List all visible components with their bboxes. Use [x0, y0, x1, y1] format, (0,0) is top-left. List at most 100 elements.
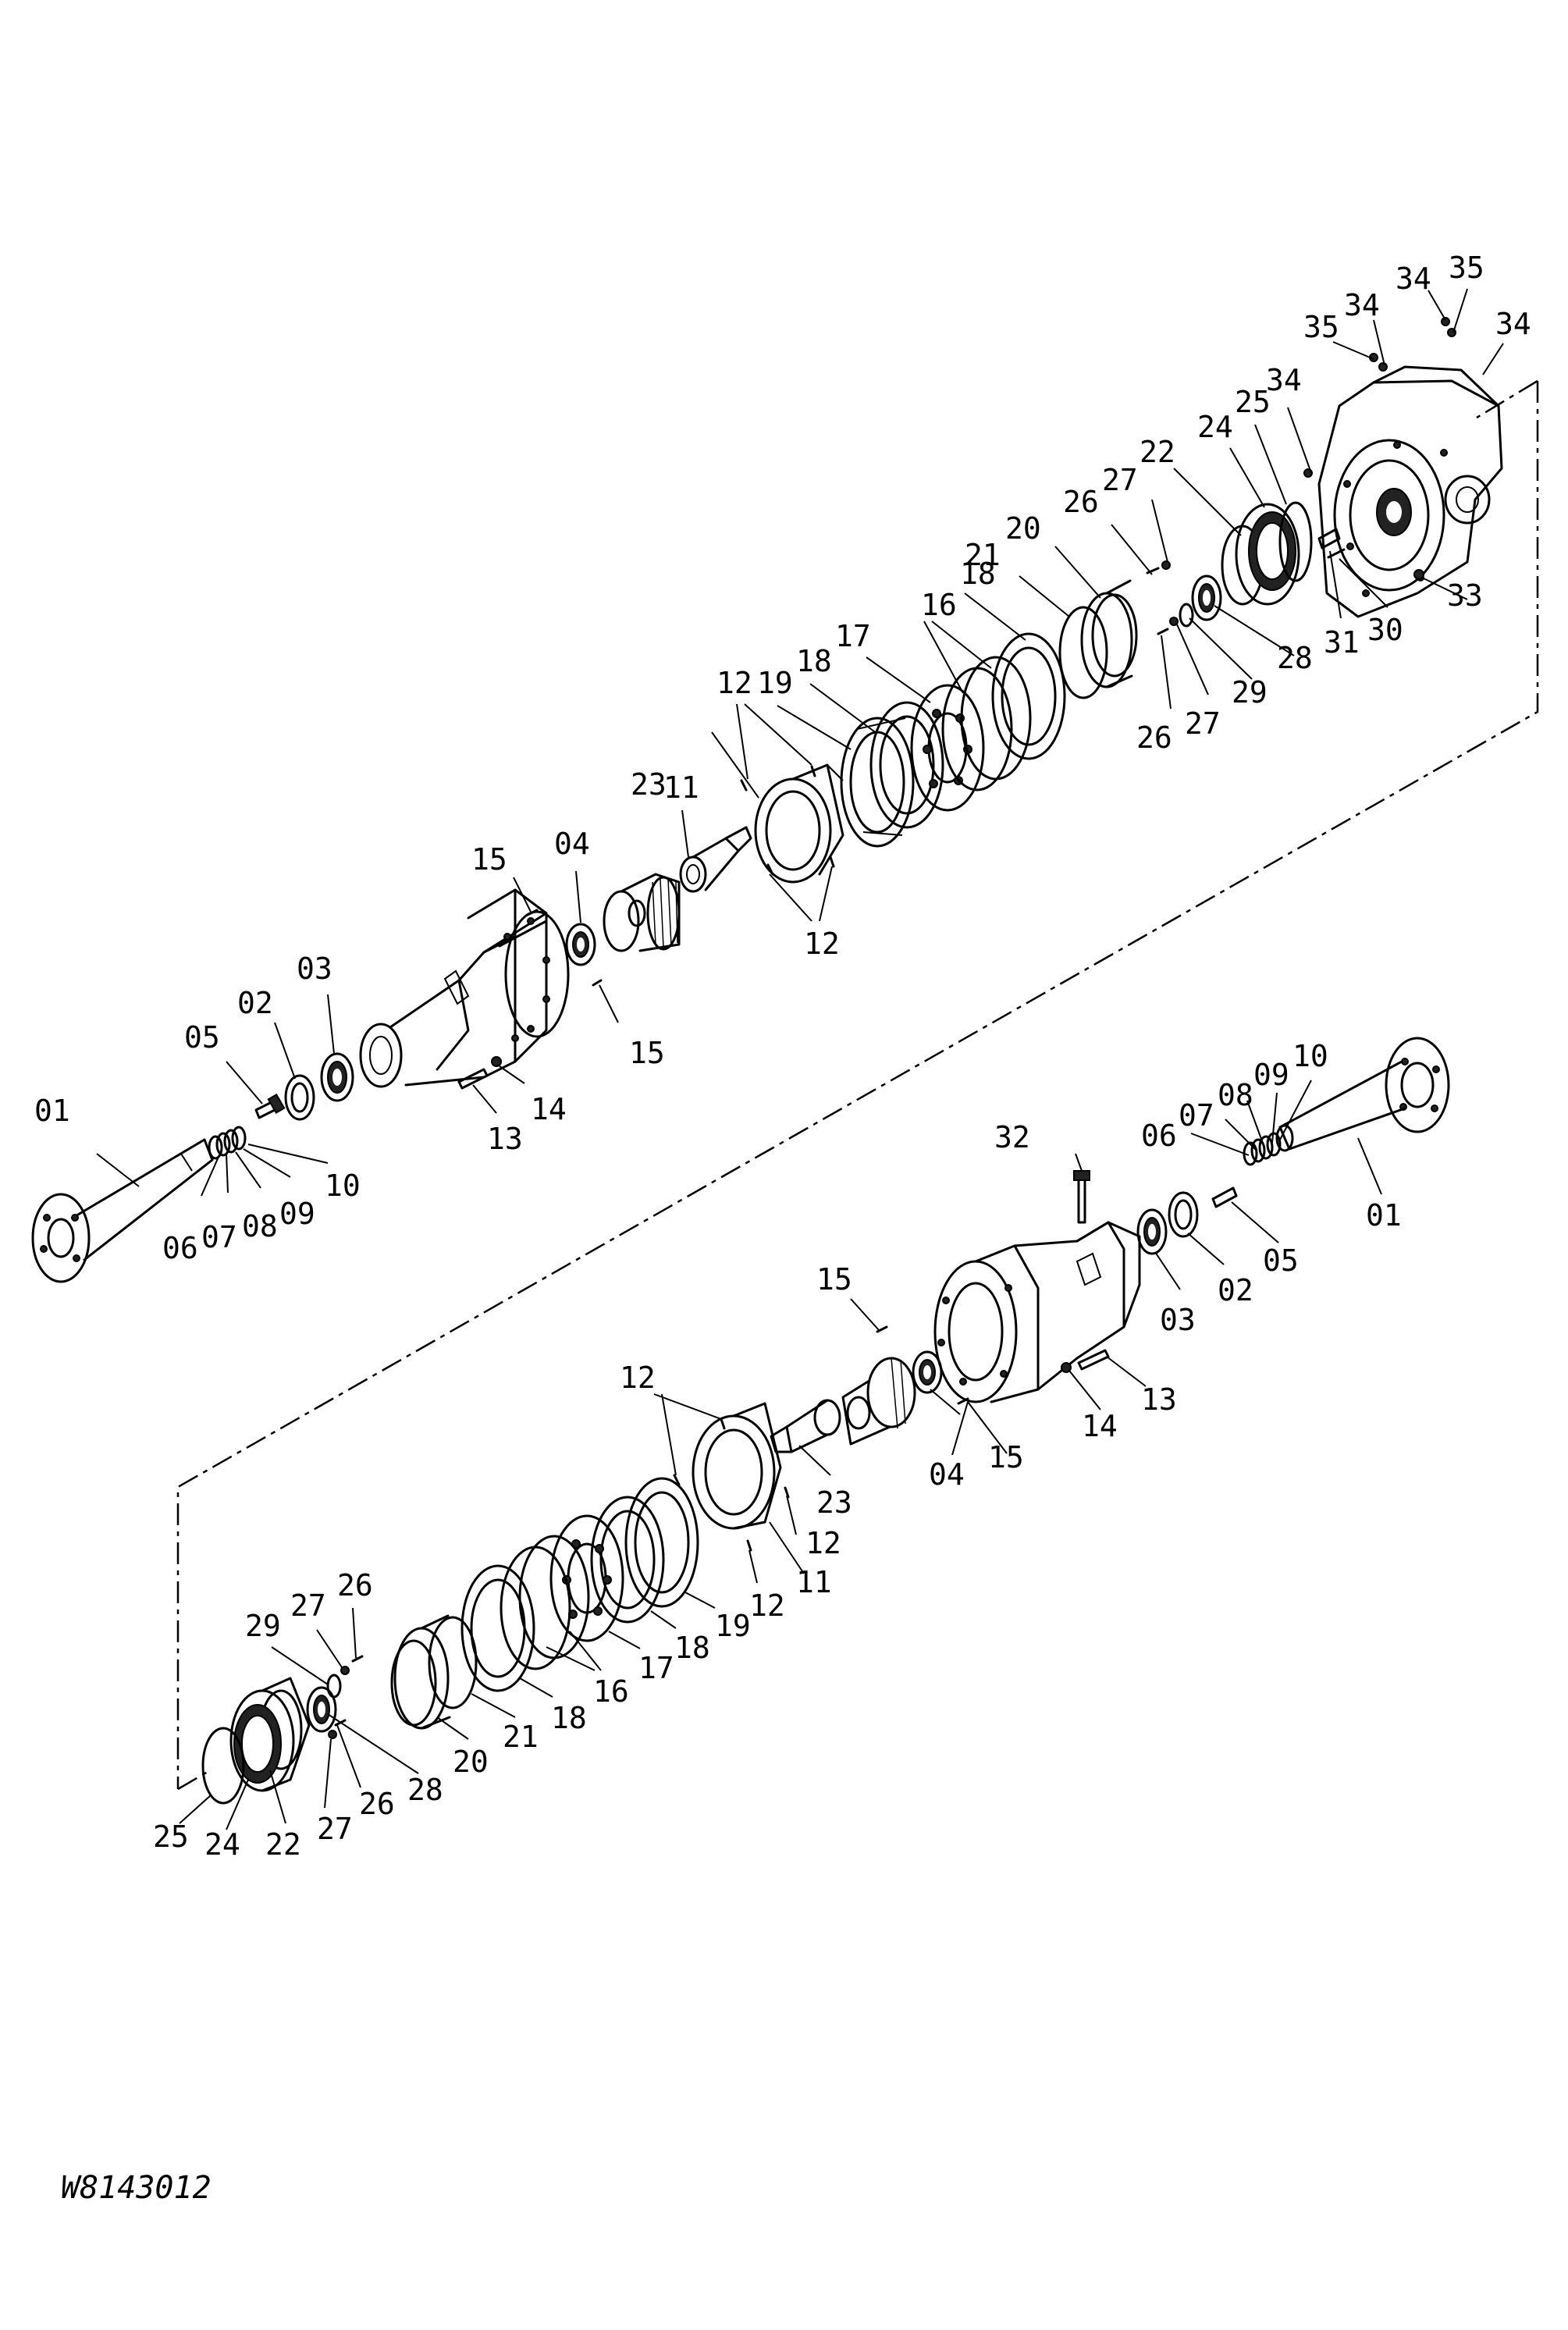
lower-assembly: [201, 1037, 1450, 1805]
callout-23: 23: [631, 767, 667, 802]
callout-31: 31: [1324, 625, 1360, 660]
part-02-seal: [284, 1074, 315, 1121]
part-04-bearing: [565, 923, 596, 966]
callout-29-lower: 29: [245, 1609, 281, 1643]
part-01-axle-shaft: [31, 1138, 214, 1283]
part-33-plug: [1413, 569, 1424, 580]
callout-27b: 27: [1185, 706, 1221, 741]
callout-22-lower: 22: [265, 1827, 301, 1862]
callout-12b: 12: [804, 927, 840, 961]
part-differential-carrier-lower: [841, 1357, 916, 1446]
part-12-pins-lower: [673, 1418, 790, 1552]
callout-15-lower-b: 15: [988, 1440, 1024, 1474]
callout-26b: 26: [1136, 720, 1172, 755]
upper-assembly: [31, 317, 1503, 1283]
callout-26-lower-a: 26: [337, 1568, 373, 1603]
callout-25: 25: [1235, 385, 1271, 419]
callout-15b: 15: [629, 1036, 665, 1070]
callout-21-lower: 21: [503, 1720, 539, 1754]
callout-12-lower-c: 12: [749, 1588, 785, 1623]
callout-10: 10: [325, 1169, 361, 1203]
callout-08: 08: [242, 1209, 278, 1243]
callout-11-lower: 11: [796, 1565, 832, 1599]
part-15-pin-upper-a: [526, 909, 539, 916]
part-21-ring: [1058, 606, 1108, 699]
callout-02: 02: [237, 986, 273, 1020]
callout-34c: 34: [1396, 261, 1431, 296]
callout-22: 22: [1140, 435, 1175, 469]
part-25-gasket-lower: [201, 1727, 245, 1805]
part-17-disc: [910, 684, 985, 812]
callout-07: 07: [201, 1220, 237, 1254]
callout-18a: 18: [796, 644, 832, 678]
callout-34b: 34: [1344, 288, 1380, 322]
callout-34d: 34: [1495, 307, 1531, 341]
part-13-bolt: [457, 1068, 489, 1090]
callout-35b: 35: [1449, 251, 1484, 285]
callout-19: 19: [757, 666, 793, 700]
part-16-rings-lower: [500, 1535, 590, 1670]
callout-14: 14: [531, 1092, 567, 1126]
callout-29: 29: [1232, 675, 1268, 710]
callout-30: 30: [1367, 613, 1403, 647]
part-18-plate-a: [869, 701, 944, 829]
callout-03-lower: 03: [1160, 1303, 1196, 1337]
callout-13-lower: 13: [1141, 1382, 1177, 1417]
callout-24-lower: 24: [204, 1827, 240, 1862]
part-03-bearing: [320, 1052, 354, 1102]
callout-17-lower: 17: [638, 1651, 674, 1685]
callout-27a: 27: [1102, 463, 1138, 497]
callout-33: 33: [1447, 578, 1483, 613]
callout-35a: 35: [1303, 310, 1339, 344]
drawing-code: W8143012: [61, 2170, 212, 2206]
part-24-cover: [1235, 503, 1300, 606]
callout-26-lower-b: 26: [359, 1787, 395, 1821]
callout-07-lower: 07: [1179, 1098, 1214, 1133]
callout-20: 20: [1005, 511, 1041, 546]
callout-32: 32: [994, 1120, 1030, 1154]
part-03-bearing-lower: [1136, 1208, 1168, 1255]
callout-27-lower-a: 27: [290, 1588, 326, 1623]
part-15-pin-upper-b: [592, 979, 603, 987]
callout-15a: 15: [471, 842, 507, 877]
callout-05-lower: 05: [1263, 1243, 1299, 1278]
callout-18b: 18: [960, 557, 996, 591]
part-23-pinion-shaft: [679, 826, 752, 893]
part-15-pin-lower-b: [957, 1397, 969, 1405]
part-20-piston-lower: [390, 1614, 451, 1730]
part-axle-housing-upper: [359, 888, 570, 1088]
part-center-housing: [1317, 365, 1503, 618]
part-04-bearing-lower: [912, 1350, 943, 1394]
part-12-pins-upper: [740, 765, 835, 876]
part-01-axle-shaft-lower: [1275, 1037, 1450, 1152]
callout-04-lower: 04: [929, 1457, 965, 1492]
part-differential-carrier: [603, 873, 681, 952]
part-19-disc-lower: [624, 1477, 699, 1608]
callout-25-lower: 25: [153, 1820, 189, 1854]
callout-10-lower: 10: [1292, 1039, 1328, 1073]
callout-04: 04: [554, 827, 590, 861]
callout-34a: 34: [1266, 363, 1302, 397]
part-27-balls-lower: [328, 1666, 350, 1739]
callout-28-lower: 28: [407, 1773, 443, 1807]
part-25-gasket: [1278, 501, 1313, 582]
callout-27-lower-b: 27: [317, 1812, 353, 1846]
callout-09-lower: 09: [1253, 1058, 1289, 1092]
callout-16-lower: 16: [593, 1674, 629, 1709]
leader-lines: [96, 288, 1504, 1830]
part-24-cover-lower: [229, 1677, 311, 1792]
callout-13: 13: [487, 1122, 523, 1156]
callout-12-lower-b: 12: [805, 1526, 841, 1560]
part-23-pinion-shaft-lower: [770, 1399, 841, 1453]
part-13-bolt-lower: [1077, 1349, 1110, 1371]
callout-11: 11: [663, 770, 699, 805]
callout-26a: 26: [1063, 485, 1099, 519]
part-15-pin-lower-a: [876, 1325, 888, 1333]
callout-05: 05: [184, 1020, 220, 1055]
callout-14-lower: 14: [1082, 1409, 1118, 1443]
callout-02-lower: 02: [1218, 1273, 1253, 1307]
part-06-10-shims-lower: [1243, 1132, 1282, 1166]
part-18-plate-lower-a: [590, 1496, 665, 1624]
part-14-nut-lower: [1061, 1362, 1072, 1373]
